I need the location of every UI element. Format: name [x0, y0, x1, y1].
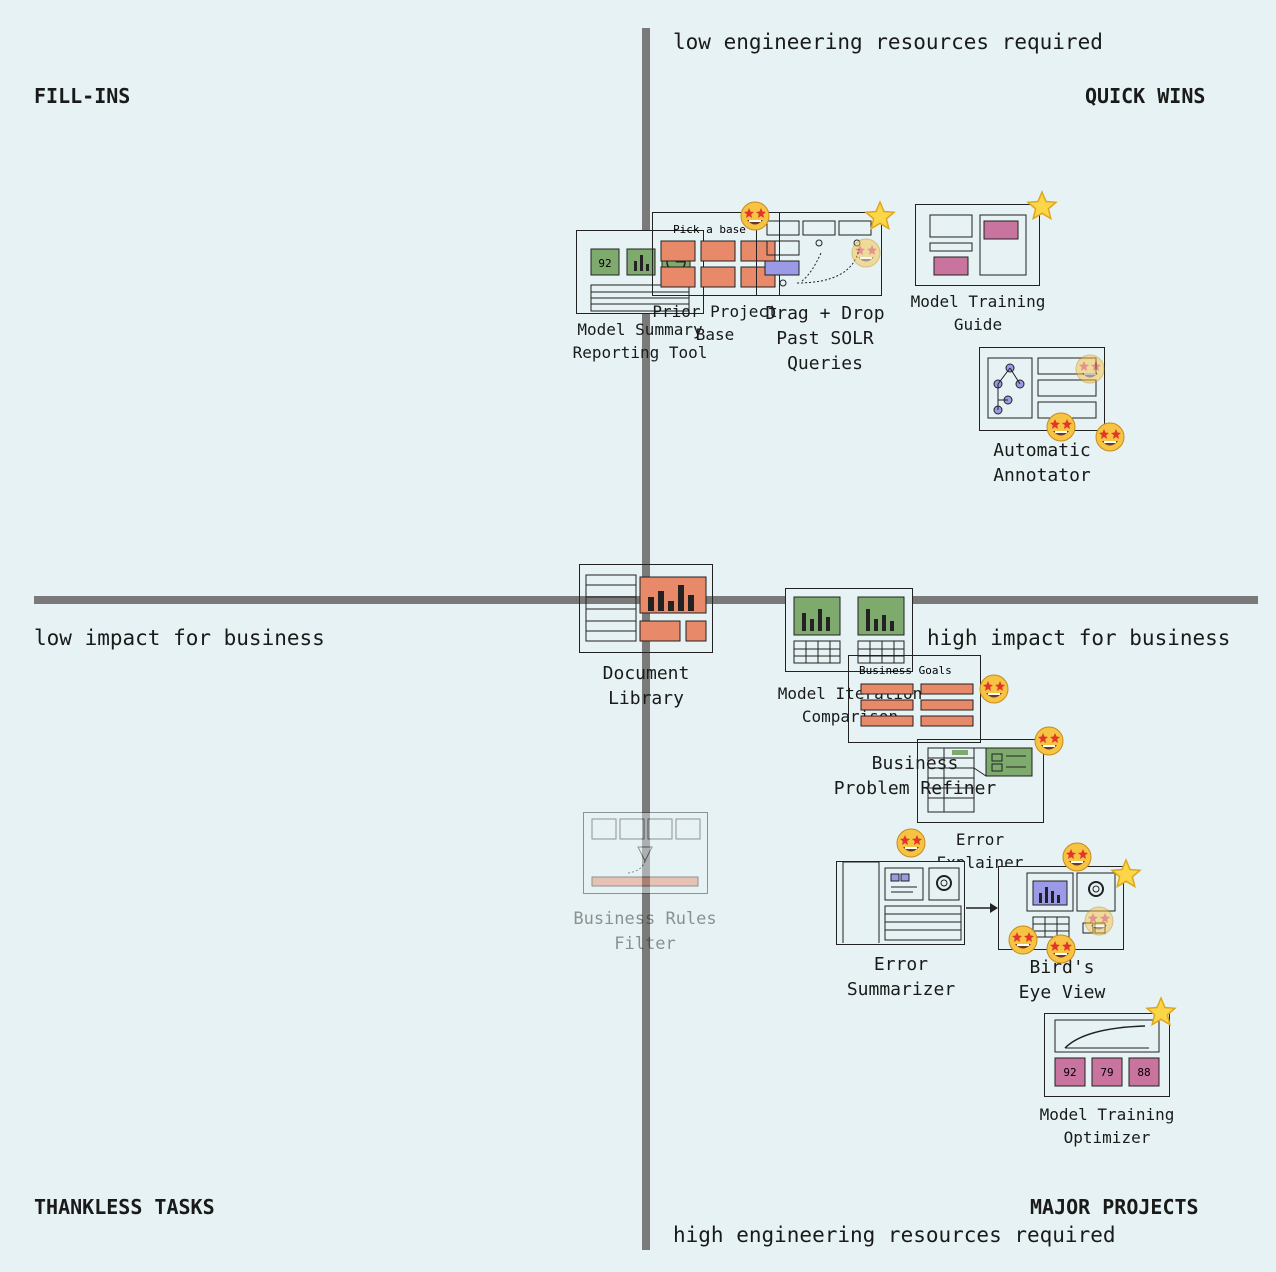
optimizer-score-2: 79 [1100, 1066, 1113, 1079]
annotator-thumbnail [987, 357, 1097, 419]
error-summarizer-thumbnail [842, 861, 962, 945]
iteration-thumbnail [793, 596, 905, 664]
doc-library-thumbnail [585, 574, 707, 642]
starstruck-icon [896, 828, 926, 858]
optimizer-card[interactable]: 92 79 88 [1044, 1013, 1170, 1097]
starstruck-icon [1034, 726, 1064, 756]
optimizer-score-1: 92 [1063, 1066, 1076, 1079]
rules-filter-card[interactable] [583, 812, 708, 894]
drag-drop-thumbnail [764, 220, 872, 287]
drag-drop-card[interactable] [756, 212, 882, 296]
axis-label-bottom: high engineering resources required [673, 1223, 1116, 1247]
training-guide-card[interactable] [915, 204, 1040, 286]
business-problem-card[interactable]: Business Goals [848, 655, 981, 743]
starstruck-icon [1046, 934, 1076, 964]
quadrant-thankless-tasks: THANKLESS TASKS [34, 1195, 215, 1219]
prior-project-header: Pick a base [673, 223, 746, 236]
axis-label-right: high impact for business [927, 626, 1231, 650]
doc-library-card[interactable] [579, 564, 713, 653]
starstruck-icon [1084, 906, 1114, 936]
rules-filter-thumbnail [591, 818, 701, 887]
birds-eye-thumbnail [1026, 872, 1116, 938]
error-summarizer-card[interactable] [836, 861, 965, 945]
training-guide-thumbnail [929, 214, 1027, 276]
gold-star-icon [1146, 997, 1176, 1026]
starstruck-icon [1075, 354, 1105, 384]
optimizer-thumbnail: 92 79 88 [1054, 1019, 1160, 1087]
annotator-card[interactable] [979, 347, 1105, 431]
gold-star-icon [865, 201, 895, 230]
iteration-card[interactable] [785, 588, 913, 672]
starstruck-icon [1046, 412, 1076, 442]
quadrant-fill-ins: FILL-INS [34, 84, 131, 108]
starstruck-icon [1095, 422, 1125, 452]
starstruck-icon [1008, 925, 1038, 955]
business-goals-header: Business Goals [859, 664, 952, 677]
quadrant-major-projects: MAJOR PROJECTS [1030, 1195, 1199, 1219]
gold-star-icon [1111, 859, 1141, 888]
axis-label-top: low engineering resources required [673, 30, 1103, 54]
error-explainer-thumbnail [927, 747, 1033, 813]
error-explainer-card[interactable] [917, 739, 1044, 823]
starstruck-icon [979, 674, 1009, 704]
business-problem-thumbnail: Business Goals [859, 664, 974, 727]
model-summary-badge: 92 [598, 257, 611, 270]
axis-label-left: low impact for business [34, 626, 325, 650]
flow-arrow-icon [966, 903, 998, 913]
gold-star-icon [1027, 191, 1057, 220]
starstruck-icon [1062, 842, 1092, 872]
starstruck-icon [851, 238, 881, 268]
optimizer-score-3: 88 [1137, 1066, 1150, 1079]
starstruck-icon [740, 201, 770, 231]
quadrant-quick-wins: QUICK WINS [1085, 84, 1206, 108]
